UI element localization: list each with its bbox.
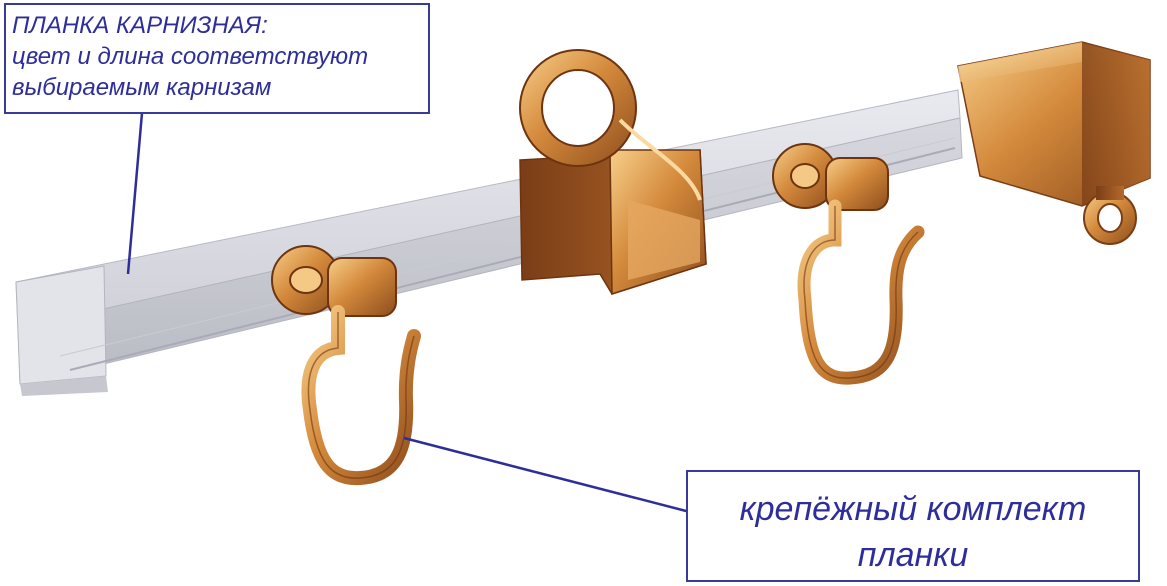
cornice-rail: [15, 89, 963, 396]
leader-line-rail: [126, 112, 144, 275]
rail-callout-line: цвет и длина соответствуют: [12, 43, 369, 70]
rail-callout-line: выбираемым карнизам: [12, 74, 272, 101]
end-cap: [957, 41, 1151, 245]
curtain-hook-right: [772, 143, 925, 385]
kit-callout-line: крепёжный комплект: [739, 490, 1087, 528]
leader-line-kit: [403, 436, 691, 514]
rail-clip: [519, 49, 707, 296]
rail-callout: ПЛАНКА КАРНИЗНАЯ: цвет и длина соответст…: [4, 3, 430, 114]
rail-callout-title: ПЛАНКА КАРНИЗНАЯ:: [12, 12, 268, 39]
curtain-hook-left: [271, 245, 421, 486]
kit-callout-line: планки: [857, 536, 969, 574]
kit-callout: крепёжный комплект планки: [686, 470, 1140, 582]
